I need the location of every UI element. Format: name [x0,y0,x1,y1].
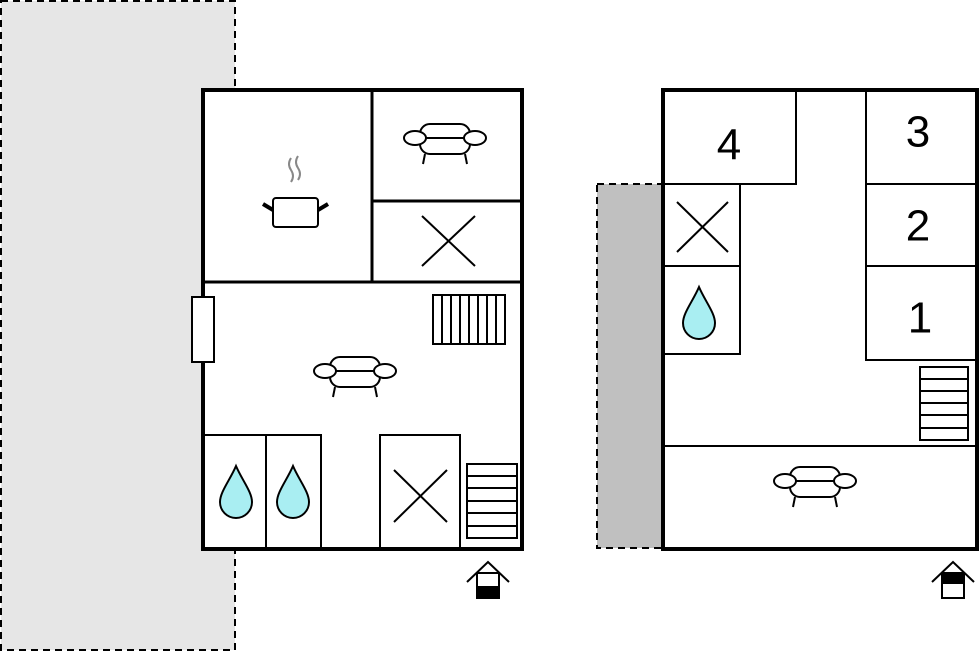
bedroom-small [379,434,461,550]
bed-x-icon [393,469,448,523]
bathroom-2 [265,434,322,550]
stairs-icon [432,294,506,345]
bed-x-icon [676,201,729,253]
room-1 [865,265,978,361]
room-number: 4 [717,121,741,170]
stairs-icon [919,366,969,441]
stairs-icon [466,463,518,539]
room-number: 3 [906,108,930,157]
ground-floor [191,88,524,551]
entrance-icon [466,560,510,599]
bed-x-icon [421,215,476,267]
window-icon [191,296,215,363]
entrance-icon [931,560,975,599]
pot-icon [261,155,330,228]
terrace-right [596,183,664,549]
room-number: 2 [906,202,930,251]
bathroom [662,265,741,355]
room-number: 1 [908,294,932,343]
upper-floor: 4 3 2 1 [661,88,979,551]
